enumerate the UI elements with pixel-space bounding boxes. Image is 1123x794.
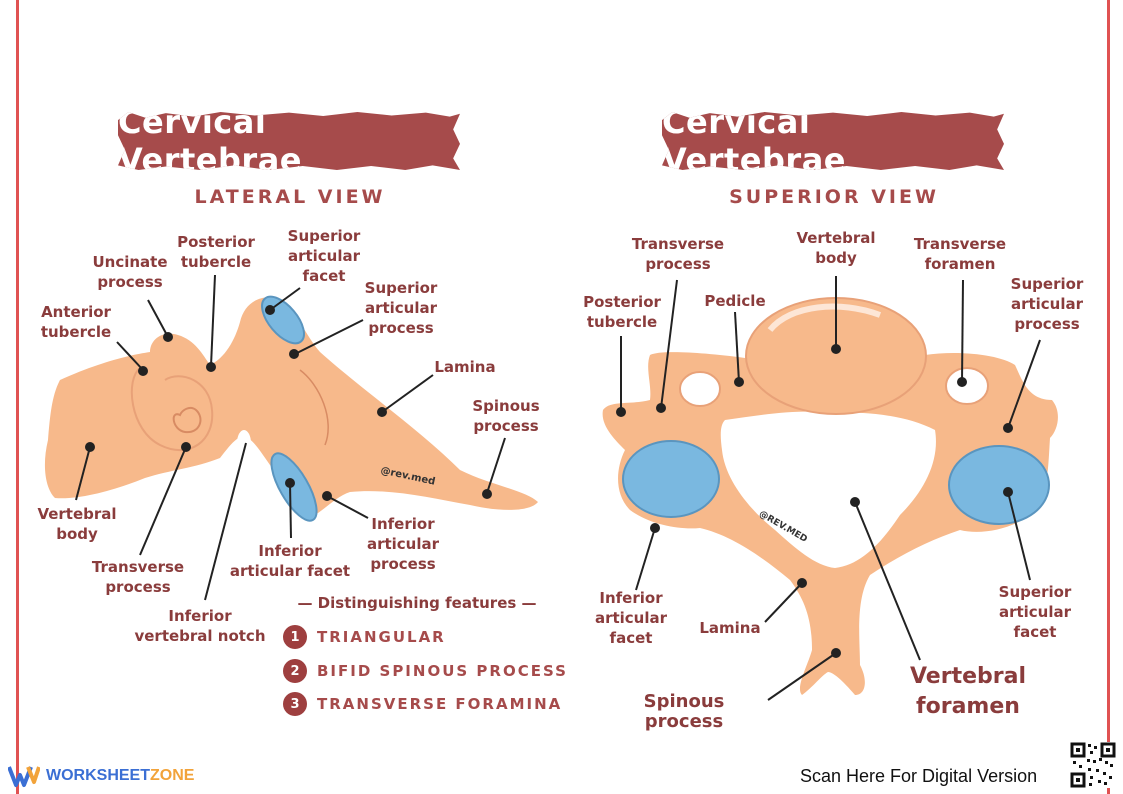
label-transverse-process-lateral: Transverse process — [91, 558, 185, 596]
brand-name: WORKSHEETZONE — [46, 767, 194, 785]
label-inferior-articular-facet-superior: Inferior articular facet — [594, 589, 668, 647]
label-transverse-foramen: Transverse foramen — [913, 235, 1007, 273]
lateral-vertebra-shape — [44, 297, 538, 518]
label-lamina-lateral: Lamina — [434, 358, 496, 376]
label-posterior-tubercle-superior: Posterior tubercle — [583, 293, 661, 331]
distinguishing-features-title: — Distinguishing features — — [297, 594, 537, 612]
feature-number-badge: 3 — [283, 692, 307, 716]
qr-code-icon[interactable] — [1070, 742, 1116, 788]
lateral-view-diagram — [44, 274, 538, 601]
label-vertebral-foramen: Vertebral foramen — [909, 664, 1026, 719]
superior-articular-facet-left-shape — [622, 440, 720, 518]
label-inferior-articular-facet-lateral: Inferior articular facet — [229, 542, 351, 580]
frame-border-left — [16, 0, 19, 794]
feature-number-badge: 2 — [283, 659, 307, 683]
feature-item-3: 3 TRANSVERSE FORAMINA — [283, 692, 562, 716]
label-spinous-process-lateral: Spinous process — [472, 397, 540, 435]
label-lamina-superior: Lamina — [699, 619, 761, 637]
feature-item-1: 1 TRIANGULAR — [283, 625, 446, 649]
superior-view-title: SUPERIOR VIEW — [729, 186, 939, 208]
label-superior-articular-process-lateral: Superior articular process — [364, 279, 438, 337]
label-pedicle: Pedicle — [704, 292, 766, 310]
label-superior-articular-facet-superior: Superior articular facet — [998, 583, 1072, 641]
superior-articular-facet-right-shape — [948, 445, 1050, 525]
label-inferior-articular-process-lateral: Inferior articular process — [366, 515, 440, 573]
feature-item-2: 2 BIFID SPINOUS PROCESS — [283, 659, 568, 683]
worksheetzone-logo[interactable]: WORKSHEETZONE — [8, 764, 194, 788]
lateral-inferior-articular-facet-shape — [270, 452, 318, 522]
feature-text: TRANSVERSE FORAMINA — [317, 695, 563, 713]
label-anterior-tubercle: Anterior tubercle — [40, 303, 112, 341]
label-vertebral-body-lateral: Vertebral body — [37, 505, 117, 543]
superior-vertebral-foramen-shape — [720, 411, 936, 568]
label-posterior-tubercle-lateral: Posterior tubercle — [177, 233, 255, 271]
label-superior-articular-process-superior: Superior articular process — [1010, 275, 1084, 333]
feature-text: TRIANGULAR — [317, 628, 446, 646]
brand-name-part2: ZONE — [150, 767, 195, 784]
label-spinous-process-superior: Spinous process — [643, 691, 725, 732]
scan-instruction-text: Scan Here For Digital Version — [800, 766, 1038, 786]
label-uncinate-process: Uncinate process — [92, 253, 168, 291]
label-superior-articular-facet-lateral: Superior articular facet — [287, 227, 361, 285]
lateral-inferior-vertebral-notch-hole — [237, 430, 251, 456]
superior-banner-title: Cervical Vertebrae — [662, 112, 1004, 170]
feature-text: BIFID SPINOUS PROCESS — [317, 662, 568, 680]
label-vertebral-body-superior: Vertebral body — [796, 229, 876, 267]
w-logo-icon — [8, 766, 40, 787]
lateral-banner-title: Cervical Vertebrae — [118, 112, 460, 170]
lateral-view-title: LATERAL VIEW — [194, 186, 386, 208]
label-inferior-vertebral-notch: Inferior vertebral notch — [134, 607, 266, 645]
superior-transverse-foramen-right — [945, 367, 989, 405]
frame-border-right — [1107, 0, 1110, 794]
feature-number-badge: 1 — [283, 625, 307, 649]
brand-name-part1: WORKSHEET — [46, 767, 150, 784]
superior-view-diagram — [602, 276, 1058, 701]
superior-transverse-foramen-left — [679, 371, 721, 407]
label-transverse-process-superior: Transverse process — [631, 235, 725, 273]
